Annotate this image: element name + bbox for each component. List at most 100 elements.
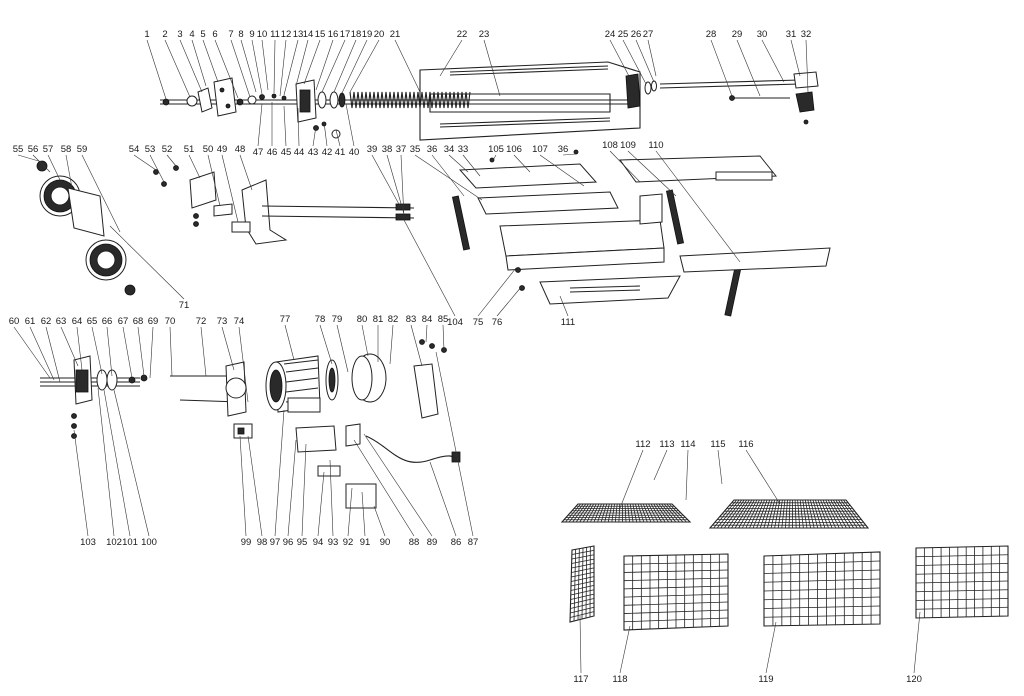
motor-fin-3 [285,377,319,383]
callout-leader-56 [32,154,51,173]
callout-label-49: 49 [217,144,228,155]
callout-leader-17 [321,39,346,93]
callout-leader-60 [13,326,51,379]
callout-leader-10 [261,39,269,91]
callout-label-82: 82 [388,314,399,325]
callout-leader-33 [462,154,481,177]
nut-51b [193,221,199,227]
grille-119 [763,551,881,627]
bearing-block-24 [625,73,641,109]
callout-leader-34 [448,154,469,173]
callout-leader-82 [389,324,394,365]
callout-leader-50 [207,154,221,207]
callout-leader-97 [274,409,285,537]
callout-label-83: 83 [406,314,417,325]
plate-110 [679,247,831,273]
base-slot-2 [569,289,641,293]
callout-label-51: 51 [184,144,195,155]
screw-76 [519,285,525,291]
callout-label-19: 19 [362,29,373,40]
callout-leader-36 [562,153,577,156]
callout-leader-36 [431,154,465,197]
plug-86 [451,451,461,463]
callout-label-9: 9 [249,29,254,40]
callout-label-3: 3 [177,29,182,40]
callout-label-81: 81 [373,314,384,325]
callout-label-100: 100 [141,537,157,548]
callout-leader-9 [251,39,263,95]
callout-label-66: 66 [102,316,113,327]
callout-label-96: 96 [283,537,294,548]
callout-leader-91 [361,491,366,537]
screw-75 [515,267,521,273]
callout-leader-13 [283,39,299,96]
grid117-wire-h [571,571,595,578]
callout-leader-75 [477,267,517,317]
callout-leader-103 [73,429,89,537]
frame-rail-bottom-2 [439,120,611,128]
grid117-wire-h [570,606,595,614]
callout-leader-15 [303,39,321,85]
grid119-frame [763,551,881,627]
callout-leader-59 [81,154,121,233]
hub-cap-lower [124,284,136,296]
callout-leader-5 [202,39,219,83]
callout-leader-109 [627,150,677,197]
callout-label-101: 101 [122,537,138,548]
callout-leader-27 [647,39,657,77]
callout-leader-12 [279,39,287,97]
callout-leader-78 [319,324,333,365]
screw-103b [71,423,77,429]
grid118-wire-h [623,561,729,565]
callout-leader-25 [622,39,647,85]
callout-leader-7 [230,39,251,98]
grid117-wire-h [571,554,595,560]
callout-label-70: 70 [165,316,176,327]
callout-leader-16 [315,39,334,91]
callout-leader-71 [109,225,185,300]
callout-leader-85 [442,324,445,351]
callout-label-40: 40 [349,147,360,158]
screw-103c [71,433,77,439]
callout-label-74: 74 [234,316,245,327]
callout-leader-92 [347,487,353,537]
callout-leader-1 [146,39,167,100]
grid120-wire-h [915,571,1009,575]
callout-label-62: 62 [41,316,52,327]
callout-leader-14 [295,39,309,87]
callout-label-120: 120 [906,674,922,685]
nut-9 [259,94,265,100]
collar-66 [106,369,118,391]
callout-label-12: 12 [281,29,292,40]
callout-label-59: 59 [77,144,88,155]
fan-cover-80-rim [351,355,373,401]
callout-label-38: 38 [382,144,393,155]
switch-98-button [237,427,245,435]
callout-leader-18 [333,39,357,93]
washer-7 [247,95,257,105]
bracket-94 [317,465,341,477]
body-111-front [505,247,665,271]
callout-label-103: 103 [80,537,96,548]
callout-leader-69 [149,326,154,379]
bolt-11 [271,93,277,99]
shaft-30 [659,79,801,85]
motor-fin-2 [285,367,319,373]
callout-label-105: 105 [488,144,504,155]
callout-label-26: 26 [631,29,642,40]
callout-label-73: 73 [217,316,228,327]
callout-label-54: 54 [129,144,140,155]
nut-51a [193,213,199,219]
collar-26 [651,80,657,92]
grid120-wire-h [915,580,1009,584]
bolt-5a [219,87,225,93]
bolt-5b [225,103,231,109]
callout-leader-66 [106,326,113,377]
chute-110 [639,193,663,225]
motor-assembly [40,339,461,509]
callout-leader-52 [166,154,177,167]
grille-117 [569,545,595,623]
mount-plate-5 [213,77,237,117]
